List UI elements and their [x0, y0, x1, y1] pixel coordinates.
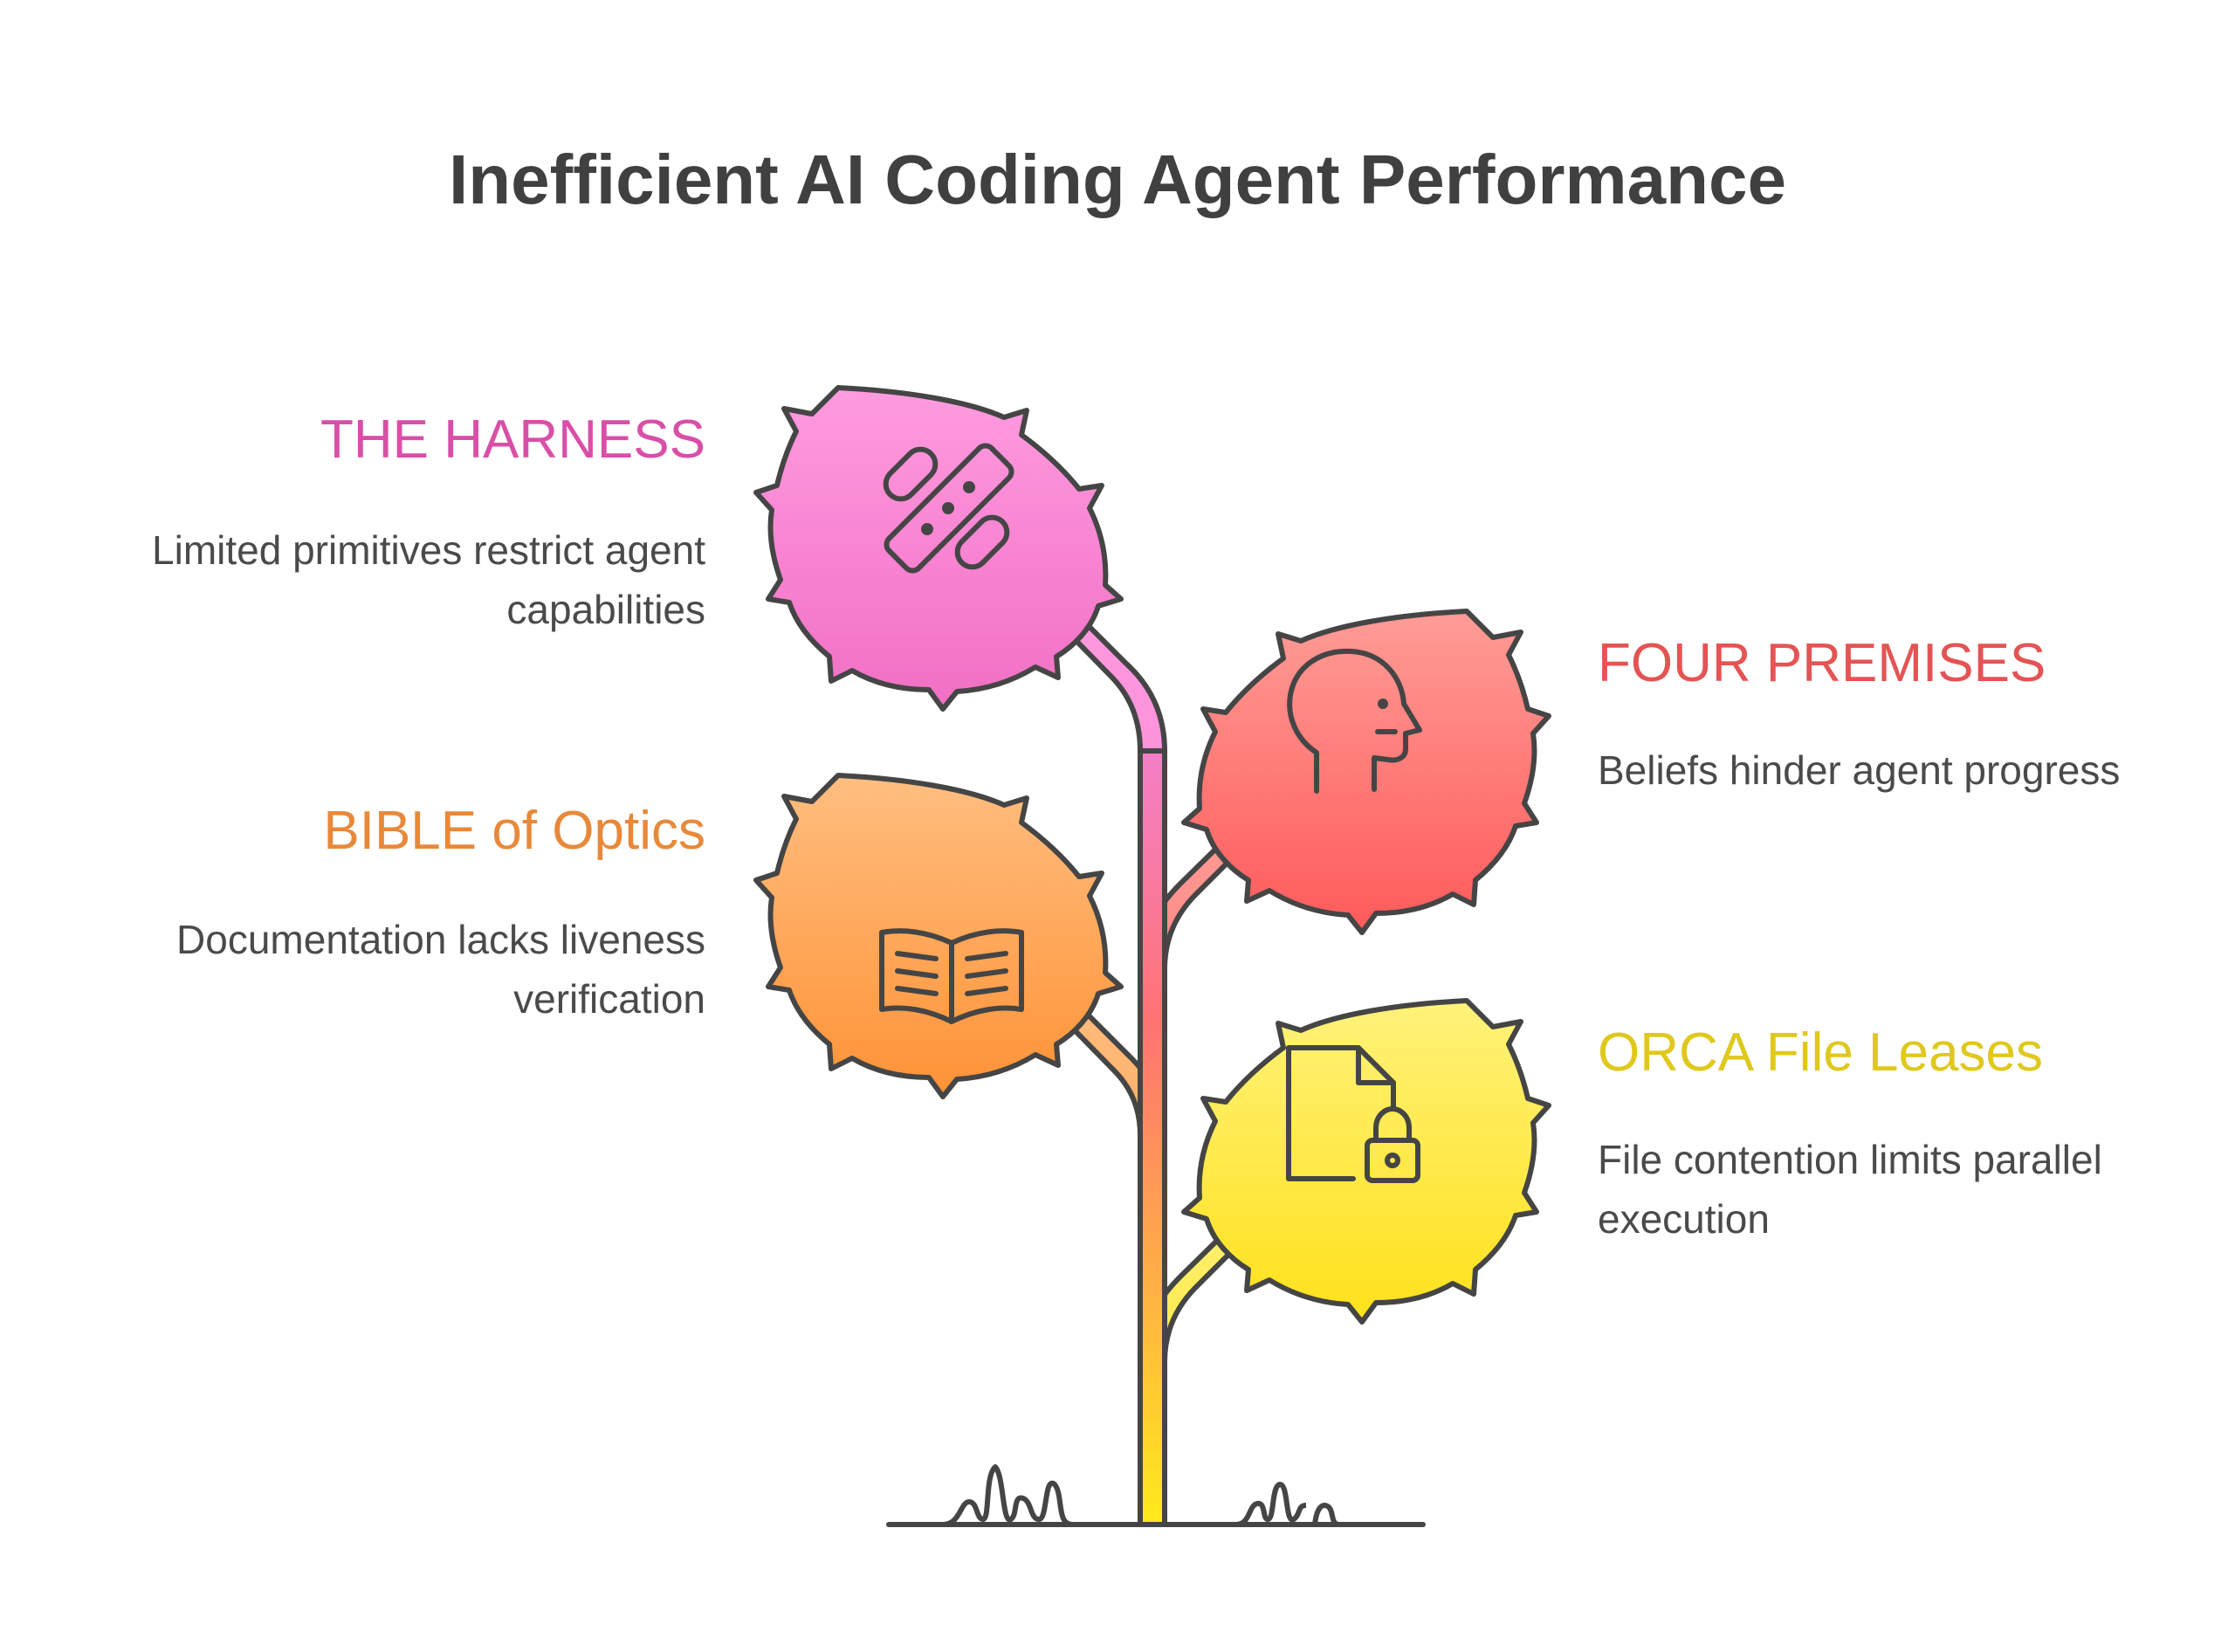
- premises-label: FOUR PREMISES: [1598, 633, 2046, 693]
- harness-description: Limited primitives restrict agent capabi…: [152, 527, 705, 632]
- premises-description: Beliefs hinder agent progress: [1598, 747, 2121, 793]
- grass-left: [942, 1464, 1073, 1527]
- orca-label: ORCA File Leases: [1598, 1022, 2043, 1083]
- harness-label: THE HARNESS: [320, 410, 705, 470]
- locked-file-icon: [1286, 1045, 1420, 1183]
- open-book-icon: [879, 928, 1024, 1024]
- leaf-premises: [1181, 609, 1551, 935]
- page-title: Inefficient AI Coding Agent Performance: [449, 141, 1786, 218]
- thinking-head-icon: [1287, 648, 1422, 794]
- grass-right: [1235, 1482, 1340, 1527]
- main-stem: [1138, 748, 1167, 1527]
- bible-description: Documentation lacks liveness verificatio…: [176, 917, 705, 1022]
- bandage-icon: [883, 443, 1014, 574]
- bible-label: BIBLE of Optics: [323, 801, 705, 861]
- orca-description: File contention limits parallel executio…: [1598, 1137, 2102, 1242]
